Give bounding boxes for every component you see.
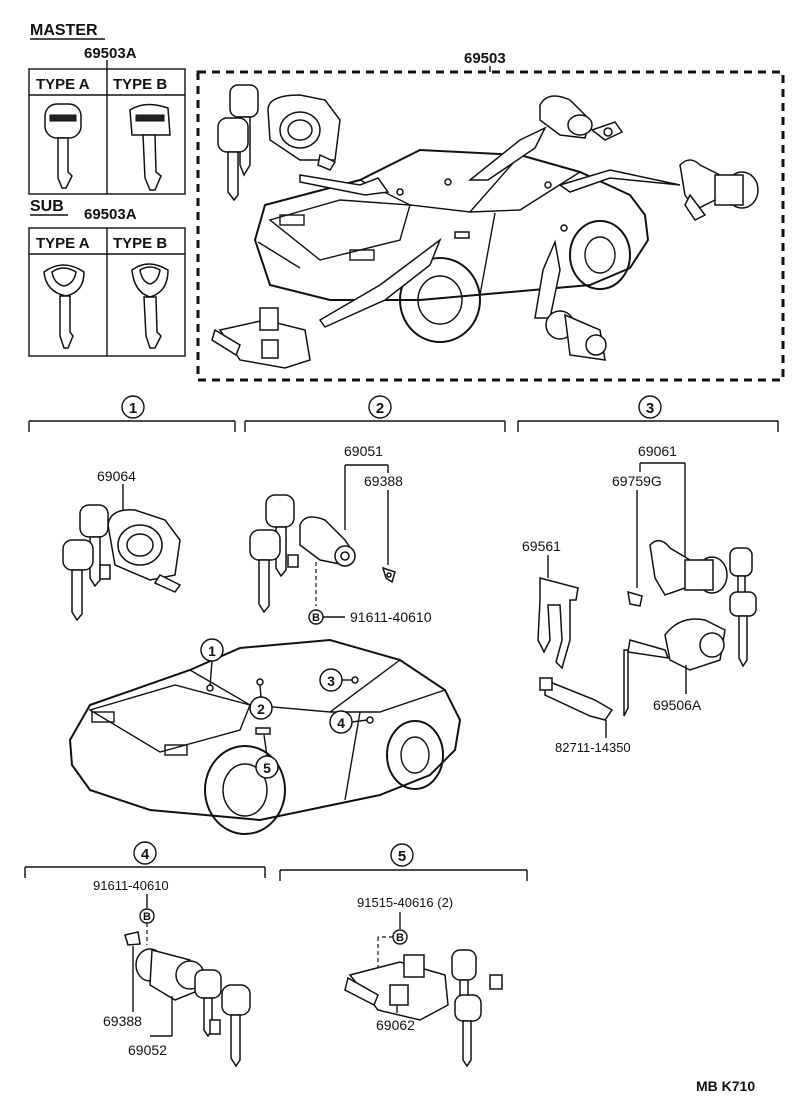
- part-69052-label: 69052: [128, 1042, 167, 1058]
- clip-69759g-icon: [627, 590, 643, 607]
- section-3-number: 3: [646, 400, 654, 417]
- top-ignition-lock-with-keys-icon: [217, 84, 341, 202]
- section-2-header: 2: [244, 395, 506, 432]
- middle-car-callouts: 1 2 3 4 5: [200, 638, 368, 779]
- callout-3: 3: [327, 673, 335, 689]
- ignition-cylinder-69064-icon: [62, 504, 182, 622]
- master-key-type-b-icon: [129, 103, 171, 191]
- svg-text:B: B: [312, 612, 320, 624]
- bolt-marker-s4: B: [139, 908, 155, 924]
- trunk-lock-69062-icon: [344, 949, 503, 1068]
- top-door-cylinder-icon: [539, 95, 624, 141]
- top-set-pointer-arrows: [299, 126, 681, 328]
- section-4-header: 4: [24, 841, 266, 878]
- part-91611-40610-label-s4: 91611-40610: [93, 878, 169, 893]
- callout-2: 2: [257, 701, 265, 717]
- part-91611-40610-label-s2: 91611-40610: [350, 609, 432, 625]
- callout-1: 1: [208, 643, 216, 659]
- top-glovebox-lock-icon: [679, 159, 759, 221]
- sub-key-table: TYPE A TYPE B: [28, 227, 186, 357]
- bolt-marker-s5: B: [392, 929, 408, 945]
- master-key-type-a-icon: [44, 103, 82, 189]
- part-69051-label: 69051: [344, 443, 383, 459]
- part-82711-14350-label: 82711-14350: [555, 740, 631, 755]
- footer-code: MB K710: [696, 1078, 755, 1094]
- section-5-number: 5: [398, 848, 406, 865]
- master-label: MASTER: [30, 22, 98, 39]
- clip-69388-icon: [381, 566, 396, 584]
- svg-text:B: B: [143, 911, 151, 923]
- part-91515-40616-label: 91515-40616 (2): [357, 895, 453, 910]
- sub-type-a-header: TYPE A: [36, 235, 90, 252]
- set-part-number: 69503: [464, 50, 506, 67]
- top-trunk-lock-icon: [211, 307, 311, 369]
- master-type-b-header: TYPE B: [113, 76, 167, 93]
- part-69062-label: 69062: [376, 1017, 415, 1033]
- top-hatch-lock-icon: [545, 310, 607, 361]
- master-type-a-header: TYPE A: [36, 76, 90, 93]
- part-69064-label: 69064: [97, 468, 136, 484]
- part-69061-label: 69061: [638, 443, 677, 459]
- section-5-header: 5: [279, 843, 528, 881]
- svg-text:B: B: [396, 932, 404, 944]
- hatch-bracket-69561-icon: [537, 577, 579, 670]
- part-69388-s4-label: 69388: [103, 1013, 142, 1029]
- glovebox-lock-69061-icon: [649, 539, 757, 668]
- sub-label: SUB: [30, 198, 64, 215]
- section-2-number: 2: [376, 400, 384, 417]
- sub-key-type-b-icon: [131, 263, 169, 349]
- callout-5: 5: [263, 760, 271, 776]
- part-69506a-label: 69506A: [653, 697, 702, 713]
- master-part-number: 69503A: [84, 45, 137, 62]
- section-1-number: 1: [129, 400, 137, 417]
- sub-type-b-header: TYPE B: [113, 235, 167, 252]
- bolt-marker-s2: B: [308, 609, 324, 625]
- door-cylinder-69052-icon: [135, 948, 251, 1068]
- sub-key-type-a-icon: [43, 264, 85, 349]
- sub-part-number: 69503A: [84, 206, 137, 223]
- rod-82711-14350-icon: [539, 677, 614, 721]
- callout-4: 4: [337, 715, 345, 731]
- part-69388-label: 69388: [364, 473, 403, 489]
- section-3-header: 3: [517, 395, 779, 432]
- hatch-lock-69506a-icon: [623, 618, 726, 717]
- clip-69388-s4-icon: [124, 931, 141, 946]
- lock-set-frame: [196, 70, 785, 382]
- middle-car-illustration: [68, 638, 462, 835]
- part-69561-label: 69561: [522, 538, 561, 554]
- part-69759g-label: 69759G: [612, 473, 662, 489]
- section-4-number: 4: [141, 846, 150, 863]
- section-1-header: 1: [28, 395, 236, 432]
- master-key-table: TYPE A TYPE B: [28, 68, 186, 195]
- door-cylinder-69051-icon: [249, 494, 356, 614]
